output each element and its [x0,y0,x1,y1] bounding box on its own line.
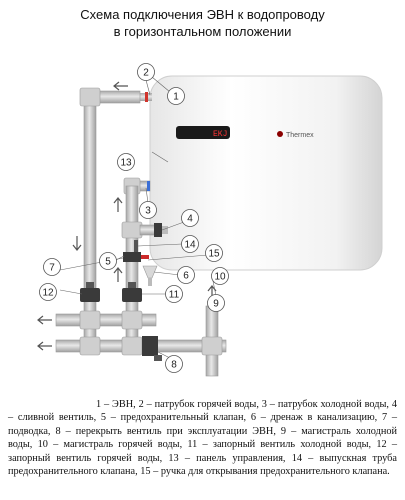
callout-label: 11 [169,290,180,301]
legend-text: 1 – ЭВН, 2 – патрубок горячей воды, 3 – … [8,399,397,478]
callout-label: 5 [105,257,111,268]
callout-circle [211,267,229,285]
callout-circle [137,63,155,81]
callout-15: 15 [205,244,223,262]
cold-water-inlet [121,177,157,349]
callout-12: 12 [39,283,57,301]
callout-label: 8 [171,360,177,371]
callout-label: 6 [183,271,189,282]
arrow-left-icon [37,315,52,325]
arrow-up-icon [113,267,123,282]
callout-8: 8 [165,355,183,373]
callout-10: 10 [211,267,229,285]
drain-valve [154,223,168,237]
brand-logo-icon [277,131,283,137]
callout-label: 12 [42,288,54,299]
callout-label: 9 [213,299,219,310]
callout-6: 6 [177,266,195,284]
callout-label: 10 [214,272,226,283]
callout-2: 2 [137,63,155,81]
callout-circle [165,285,183,303]
arrow-down-icon [72,236,82,251]
hot-water-main [55,310,157,330]
arrow-left-icon [37,341,52,351]
callout-13: 13 [117,153,135,171]
callout-circle [177,266,195,284]
callout-label: 1 [173,92,179,103]
drain-funnel [142,265,158,286]
callout-circle [117,153,135,171]
callout-label: 4 [187,214,193,225]
arrow-left-icon [113,81,128,91]
water-heater: EKJ Thermex [149,75,383,271]
title-line-1: Схема подключения ЭВН к водопроводу [80,7,325,22]
flow-arrows [37,81,217,351]
cold-water-main [55,305,227,377]
callout-circle [99,252,117,270]
control-panel [176,126,230,139]
callout-circle [139,201,157,219]
callout-circle [181,235,199,253]
callout-label: 15 [208,249,220,260]
callout-3: 3 [139,201,157,219]
callout-circle [207,294,225,312]
diagram-title: Схема подключения ЭВН к водопроводу в го… [0,6,405,40]
callout-1: 1 [167,87,185,105]
callout-14: 14 [181,235,199,253]
safety-valve [123,240,149,262]
callout-circle [167,87,185,105]
callout-9: 9 [207,294,225,312]
title-line-2: в горизонтальном положении [113,24,292,39]
callout-7: 7 [43,258,61,276]
callout-label: 7 [49,263,55,274]
callout-label: 14 [184,240,196,251]
hot-shutoff-valve [80,282,100,302]
callout-label: 3 [145,206,151,217]
arrow-up-icon [113,197,123,212]
callout-11: 11 [165,285,183,303]
callout-4: 4 [181,209,199,227]
callout-circle [205,244,223,262]
callout-label: 13 [120,158,132,169]
brand-label: Thermex [286,132,314,139]
callout-circle [181,209,199,227]
cold-shutoff-valve [122,282,142,302]
hot-water-outlet [138,92,152,102]
callout-circle [43,258,61,276]
panel-display: EKJ [213,130,227,139]
callout-label: 2 [143,68,149,79]
callout-circle [165,355,183,373]
callout-circle [39,283,57,301]
callout-5: 5 [99,252,117,270]
